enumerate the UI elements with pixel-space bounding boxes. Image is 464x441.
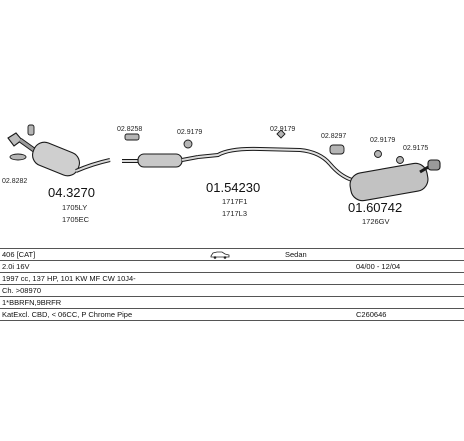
part-code-p5: 01.54230: [206, 180, 260, 195]
spec-row-model: 406 [CAT] Sedan: [0, 248, 464, 261]
part-code-p9: 02.9175: [403, 145, 428, 152]
part-code-p3: 02.8258: [117, 126, 142, 133]
part-code-p10: 01.60742: [348, 200, 402, 215]
spec-code: C260646: [356, 310, 387, 319]
part-code-p4: 02.9179: [177, 129, 202, 136]
part-ref-p5-1: 1717F1: [222, 197, 247, 206]
spec-row-engine: 2.0i 16V 04/00 - 12/04: [0, 261, 464, 273]
part-code-p6: 02.9179: [270, 126, 295, 133]
part-code-p8: 02.9179: [370, 137, 395, 144]
sedan-car-icon: [210, 250, 230, 262]
spec-ch: Ch. >08970: [2, 286, 41, 295]
spec-years: 04/00 - 12/04: [356, 262, 401, 271]
exhaust-system-diagram: 02.8282 02.8258 02.9179 02.9179 02.8297 …: [2, 124, 441, 226]
spec-body-type: Sedan: [285, 250, 307, 259]
part-ref-p2-1: 1705LY: [62, 203, 87, 212]
spec-engine: 2.0i 16V: [2, 262, 30, 271]
part-ref-p2-2: 1705EC: [62, 215, 90, 224]
part-ref-p10-1: 1726GV: [362, 217, 390, 226]
spec-row-ch: Ch. >08970: [0, 285, 464, 297]
part-code-p7: 02.8297: [321, 133, 346, 140]
vehicle-spec-table: 406 [CAT] Sedan 2.0i 16V 04/00 - 12/04 1…: [0, 248, 464, 321]
part-code-p1: 02.8282: [2, 178, 27, 185]
spec-row-codes: 1*BBRFN,9BRFR: [0, 297, 464, 309]
part-code-p2: 04.3270: [48, 185, 95, 200]
spec-tech: 1997 cc, 137 HP, 101 KW MF CW 10J4-: [2, 274, 136, 283]
part-ref-p5-2: 1717L3: [222, 209, 247, 218]
spec-codes: 1*BBRFN,9BRFR: [2, 298, 62, 307]
spec-model: 406 [CAT]: [2, 250, 36, 259]
spec-row-notes: KatExcl. CBD, < 06CC, P Chrome Pipe C260…: [0, 309, 464, 321]
spec-notes: KatExcl. CBD, < 06CC, P Chrome Pipe: [2, 310, 133, 319]
spec-row-tech: 1997 cc, 137 HP, 101 KW MF CW 10J4-: [0, 273, 464, 285]
